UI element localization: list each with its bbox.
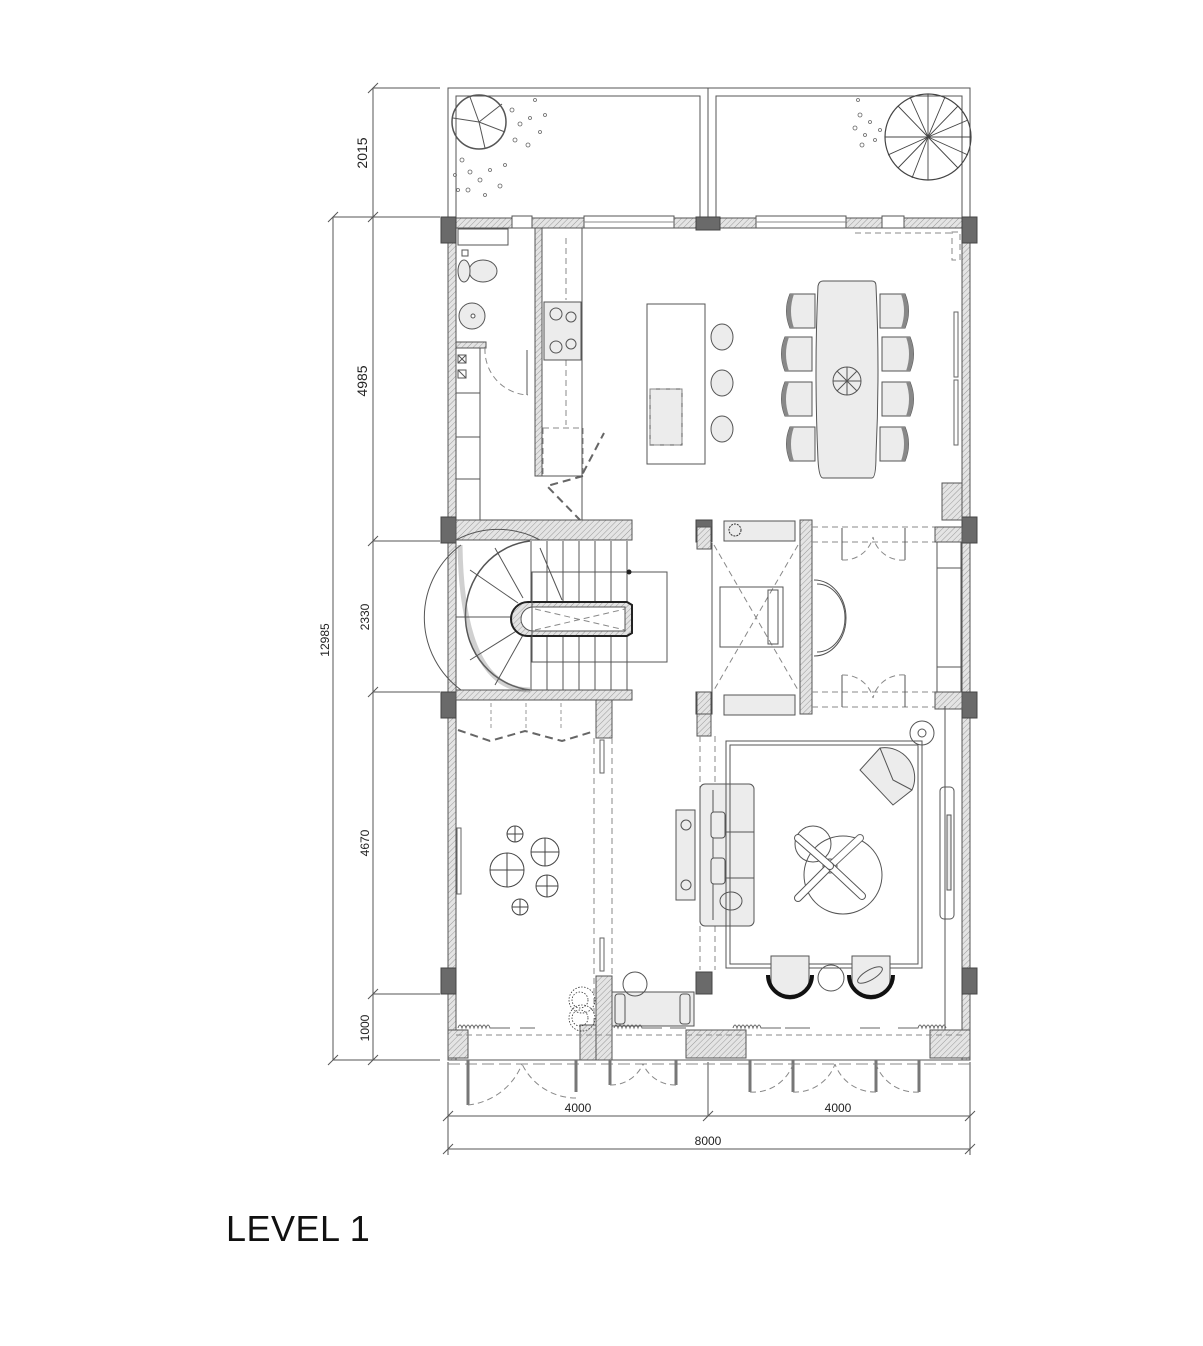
staircase xyxy=(423,519,668,701)
dim-2015: 2015 xyxy=(354,137,370,168)
wc xyxy=(455,228,529,520)
vertical-dimensions: 2015 4985 2330 4670 1000 12985 xyxy=(318,82,440,1066)
living-room xyxy=(675,706,955,1030)
horizontal-dimensions: 4000 4000 8000 xyxy=(442,1062,976,1155)
toilet-icon xyxy=(457,259,498,283)
side-tables xyxy=(489,825,560,916)
sitting-area xyxy=(456,699,613,1061)
front-doors xyxy=(448,1059,970,1106)
sink-icon xyxy=(458,302,486,330)
dim-4670: 4670 xyxy=(358,829,372,856)
dim-8000: 8000 xyxy=(695,1134,722,1148)
page-title: LEVEL 1 xyxy=(226,1208,371,1249)
dining xyxy=(781,231,963,521)
lift xyxy=(696,519,813,716)
coffee-table-icon xyxy=(794,825,883,915)
console-table xyxy=(675,809,696,901)
dim-4000-left: 4000 xyxy=(565,1101,592,1115)
window-bench xyxy=(611,971,695,1027)
dim-4000-right: 4000 xyxy=(825,1101,852,1115)
dim-12985: 12985 xyxy=(318,623,332,657)
cooktop-icon xyxy=(543,301,582,361)
foyer xyxy=(812,526,963,710)
dining-chairs xyxy=(781,293,914,462)
curtains xyxy=(456,1024,962,1036)
lounge-chair xyxy=(859,747,916,806)
kitchen-island xyxy=(646,303,706,465)
tree-icon xyxy=(852,93,972,181)
shrub-icon xyxy=(451,94,547,197)
bar-stools xyxy=(710,323,734,443)
plant-icon xyxy=(568,986,596,1032)
armchairs xyxy=(766,955,895,1000)
area-rug xyxy=(725,740,923,969)
dim-4985: 4985 xyxy=(354,365,370,396)
dining-table xyxy=(815,280,879,479)
front-garden xyxy=(447,87,972,219)
dim-1000: 1000 xyxy=(358,1014,372,1041)
elevator-icon xyxy=(719,586,784,648)
kitchen xyxy=(534,227,734,521)
sofa xyxy=(699,783,755,927)
dim-2330: 2330 xyxy=(358,603,372,630)
